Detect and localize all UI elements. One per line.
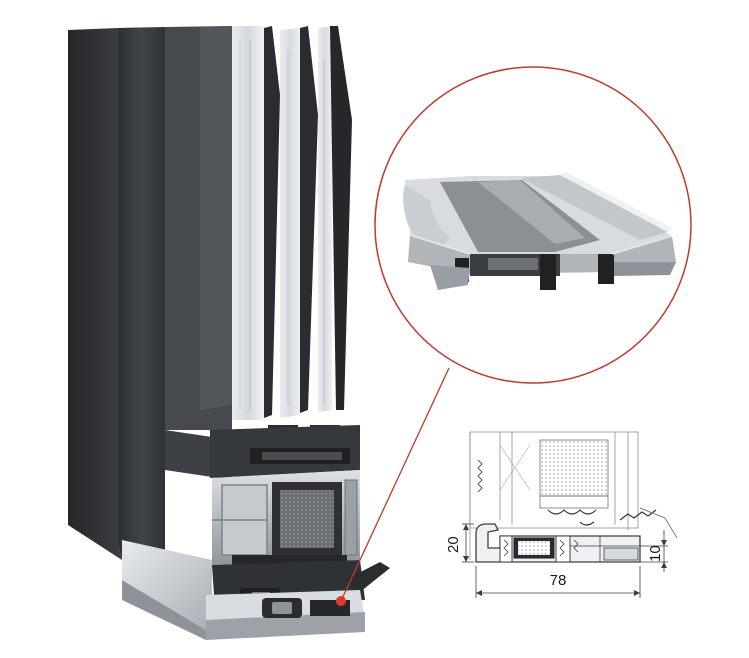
magnified-threshold-view bbox=[374, 66, 692, 384]
threshold-base bbox=[122, 540, 365, 640]
dimension-label-78: 78 bbox=[550, 572, 567, 589]
technical-drawing: 20 10 78 bbox=[445, 431, 678, 598]
sash-bevel bbox=[200, 26, 232, 410]
dimension-label-10: 10 bbox=[647, 545, 664, 562]
threshold-profile-drawing bbox=[475, 523, 641, 563]
bottom-profile-section bbox=[210, 425, 390, 610]
outer-frame-side bbox=[68, 28, 122, 560]
dimension-height-left: 20 bbox=[445, 523, 474, 563]
callout-leader-line bbox=[340, 367, 450, 602]
triple-glazing bbox=[232, 26, 352, 420]
door-frame-cutaway bbox=[68, 26, 390, 640]
dimension-width-bottom: 78 bbox=[475, 566, 641, 598]
dimension-label-20: 20 bbox=[445, 536, 462, 553]
outer-frame-face bbox=[118, 27, 165, 560]
dimension-height-right: 10 bbox=[640, 530, 668, 572]
